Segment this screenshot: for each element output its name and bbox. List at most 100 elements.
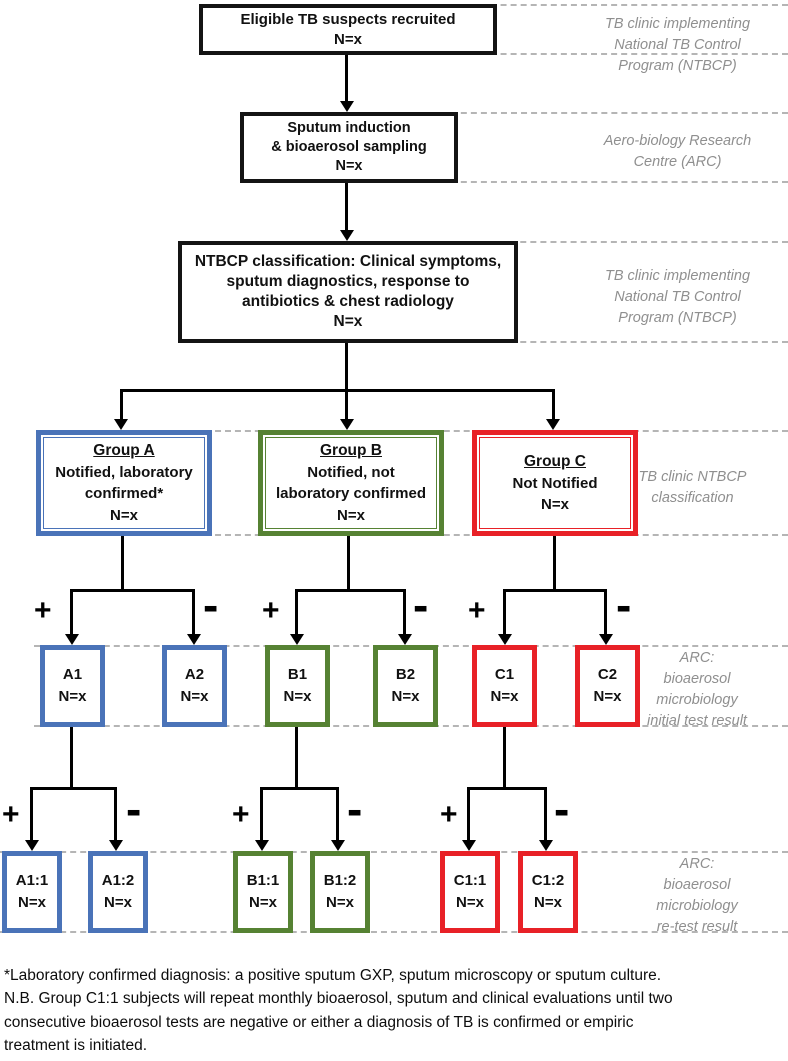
box-b1-2: B1:2 N=x [310,851,370,933]
group-a-body: Notified, laboratory confirmed* [55,464,193,503]
connector-line [261,787,339,790]
positive-sign: + [468,594,486,627]
connector-line [604,589,607,635]
arrowhead-icon [398,634,412,645]
a2-n: N=x [180,688,209,705]
box-c1-1: C1:1 N=x [440,851,500,933]
box-c1-2: C1:2 N=x [518,851,578,933]
c2-label: C2 [597,666,618,684]
box-b1: B1 N=x [265,645,330,727]
b1-2-label: B1:2 [323,872,357,890]
positive-sign: + [232,798,250,831]
connector-line [345,389,348,420]
arrowhead-icon [539,840,553,851]
group-c-n: N=x [541,496,569,513]
arrowhead-icon [599,634,613,645]
connector-line [296,589,406,592]
a1-n: N=x [58,688,87,705]
group-a-title: Group A [93,442,155,460]
group-b-body: Notified, not laboratory confirmed [275,464,427,503]
connector-line [468,787,547,790]
connector-line [70,589,73,635]
negative-sign: - [554,783,570,835]
band-line [0,931,788,933]
footnote-text: *Laboratory confirmed diagnosis: a posit… [4,967,673,1054]
connector-line [503,589,506,635]
b1-label: B1 [287,666,308,684]
box-group-a: Group A Notified, laboratory confirmed* … [36,430,212,536]
connector-line [70,727,73,789]
box-b2: B2 N=x [373,645,438,727]
b1-1-label: B1:1 [246,872,280,890]
connector-line [552,389,555,420]
arrowhead-icon [331,840,345,851]
box-group-b: Group B Notified, not laboratory confirm… [258,430,444,536]
positive-sign: + [440,798,458,831]
arrowhead-icon [462,840,476,851]
box-sputum-induction: Sputum induction & bioaerosol sampling N… [240,112,458,183]
box-a1-2: A1:2 N=x [88,851,148,933]
box-b1-1: B1:1 N=x [233,851,293,933]
connector-line [345,183,348,230]
b2-label: B2 [395,666,416,684]
connector-line [30,787,33,841]
arrowhead-icon [255,840,269,851]
b1-1-n: N=x [249,894,277,911]
negative-sign: - [203,579,219,631]
box-group-c: Group C Not Notified N=x [472,430,638,536]
a1-1-n: N=x [18,894,46,911]
side-label-ntbcp-clinic-1: TB clinic implementing National TB Contr… [604,16,751,75]
connector-line [260,787,263,841]
positive-sign: + [262,594,280,627]
band-line [0,851,788,853]
c1-label: C1 [494,666,515,684]
arrowhead-icon [25,840,39,851]
arrowhead-icon [340,230,354,241]
side-label-initial-test: ARC: bioaerosol microbiology initial tes… [647,650,747,730]
box-eligible-recruited: Eligible TB suspects recruited N=x [199,4,497,55]
group-b-title: Group B [320,442,382,460]
arrowhead-icon [114,419,128,430]
connector-line [120,389,123,420]
negative-sign: - [616,579,632,631]
b2-n: N=x [391,688,420,705]
b1-2-n: N=x [326,894,354,911]
positive-sign: + [34,594,52,627]
connector-line [192,589,195,635]
box-a1-1: A1:1 N=x [2,851,62,933]
connector-line [71,589,195,592]
c1-1-n: N=x [456,894,484,911]
arrowhead-icon [546,419,560,430]
connector-line [121,536,124,591]
arrowhead-icon [498,634,512,645]
box-c2: C2 N=x [575,645,640,727]
connector-line [544,787,547,841]
connector-line [504,589,607,592]
group-a-n: N=x [110,506,138,524]
box-ntbcp-classification: NTBCP classification: Clinical symptoms,… [178,241,518,343]
arrowhead-icon [290,634,304,645]
connector-line [295,727,298,789]
a1-label: A1 [62,666,83,684]
connector-line [467,787,470,841]
band-line [240,112,788,114]
box-a2: A2 N=x [162,645,227,727]
negative-sign: - [347,783,363,835]
side-label-ntbcp-clinic-2: TB clinic implementing National TB Contr… [604,268,751,327]
arrowhead-icon [65,634,79,645]
connector-line [553,536,556,591]
box-c1: C1 N=x [472,645,537,727]
b1-n: N=x [283,688,312,705]
arrowhead-icon [340,419,354,430]
c2-n: N=x [593,688,622,705]
group-c-body: Not Notified [512,474,598,492]
connector-line [336,787,339,841]
group-c-title: Group C [524,452,586,470]
connector-line [503,727,506,789]
connector-line [295,589,298,635]
box-a1: A1 N=x [40,645,105,727]
a2-label: A2 [184,666,205,684]
band-line [240,181,788,183]
a1-2-label: A1:2 [101,872,135,890]
